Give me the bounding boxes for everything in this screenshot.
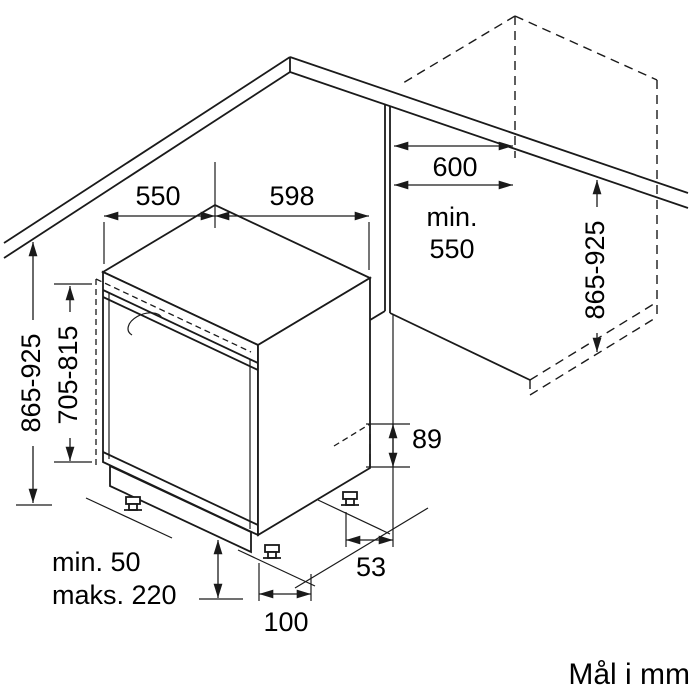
dim-min-550-label-2: 550 [429,234,474,264]
dim-height-right-865-925: 865-925 [580,180,610,352]
dim-89-label: 89 [412,424,442,454]
dim-plinth-min-max: min. 50 maks. 220 [52,540,243,610]
dim-min-550: min. 550 [394,180,513,264]
adjustable-foot [341,491,359,506]
floor-lines [85,497,429,589]
dim-550-label: 550 [135,181,180,211]
dim-53: 53 [345,512,393,582]
dim-598-label: 598 [269,181,314,211]
dim-door-705-815: 705-815 [53,283,92,463]
dim-600-label: 600 [432,152,477,182]
cabinet-dashed-outline [402,15,658,396]
dim-100-label: 100 [263,607,308,637]
units-caption: Mål i mm [568,658,690,691]
adjustable-foot [263,544,281,559]
dim-100: 100 [258,563,312,637]
dishwasher-door [95,278,259,529]
dim-plinth-max-label: maks. 220 [52,580,177,610]
dim-height-left-865-925: 865-925 [16,242,52,506]
dim-height-right-label: 865-925 [580,220,610,319]
dim-height-left-label: 865-925 [16,333,46,432]
dim-53-label: 53 [356,552,386,582]
dim-600: 600 [394,141,513,182]
dim-min-550-label-1: min. [426,202,477,232]
door-handle [127,312,163,336]
dishwasher-base [109,464,359,559]
dishwasher-body [101,203,372,537]
dim-598: 598 [215,181,370,270]
dim-89: 89 [366,315,442,547]
worktop [3,56,689,259]
dim-door-height-label: 705-815 [53,325,83,424]
dim-plinth-min-label: min. 50 [52,547,141,577]
adjustable-foot [124,496,142,511]
